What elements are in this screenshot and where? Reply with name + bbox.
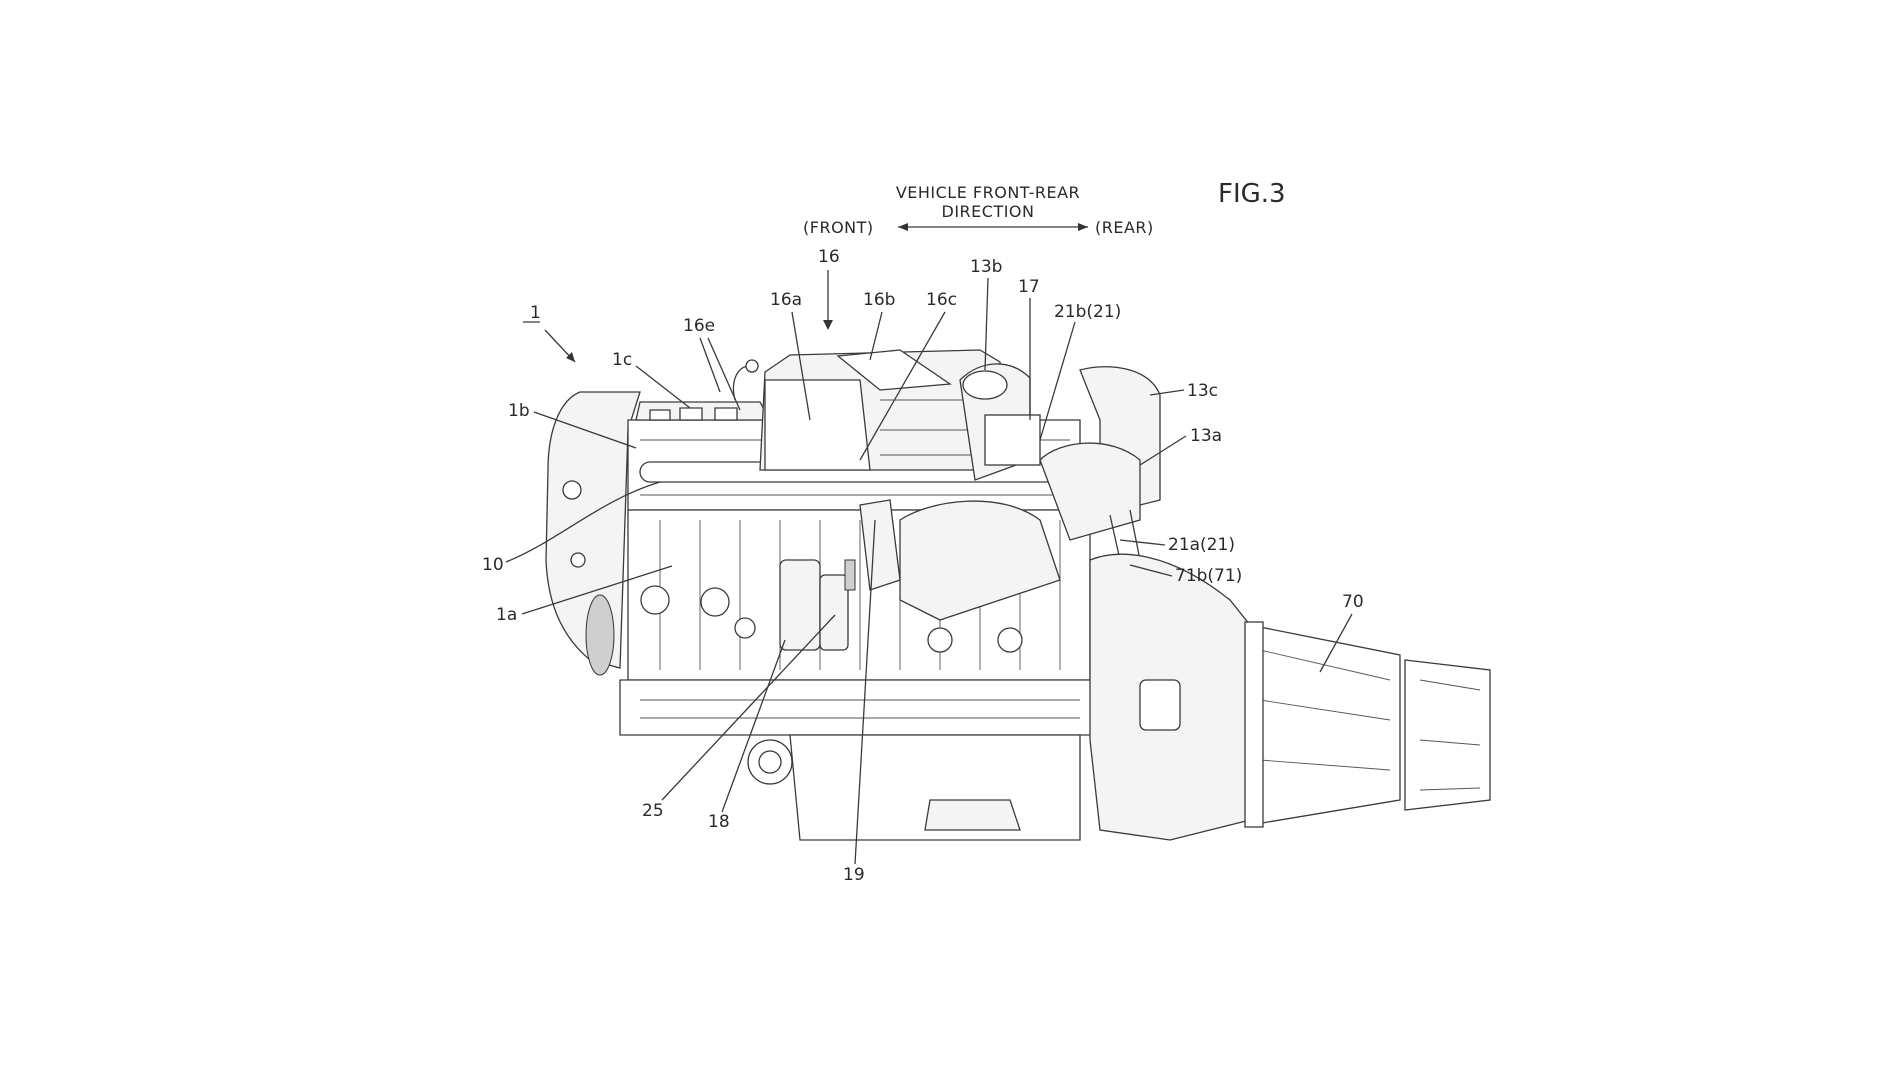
- leader-21b: [1039, 321, 1076, 441]
- leader-10: [505, 481, 661, 563]
- label-13a: 13a: [1190, 426, 1222, 446]
- label-13c: 13c: [1187, 381, 1218, 401]
- figure-label: FIG.3: [1218, 179, 1286, 209]
- label-70: 70: [1342, 592, 1364, 612]
- transmission-inspection-port: [1139, 679, 1181, 731]
- leader-21a: [1119, 539, 1166, 546]
- label-16c: 16c: [926, 290, 957, 310]
- leader-16a: [791, 311, 811, 421]
- head-cover-bolts: [649, 407, 738, 421]
- leader-16e: [699, 337, 741, 411]
- label-19: 19: [843, 865, 865, 885]
- direction-front-label: (FRONT): [803, 218, 874, 237]
- label-16a: 16a: [770, 290, 802, 310]
- label-1c: 1c: [612, 350, 632, 370]
- rear-adapter: [1404, 659, 1491, 811]
- leader-13a: [1139, 435, 1187, 466]
- block-boss-3: [734, 617, 756, 639]
- oil-filter-inner: [758, 750, 782, 774]
- crank-pulley: [585, 594, 615, 676]
- leader-71b: [1129, 564, 1173, 577]
- leader-70: [1319, 613, 1353, 673]
- label-16: 16: [818, 247, 840, 267]
- fuel-pump-18: [779, 559, 821, 651]
- block-boss-2: [700, 587, 730, 617]
- component-25: [819, 574, 849, 651]
- arrow-right-icon: [1078, 223, 1088, 231]
- label-1-arrowhead-icon: [566, 352, 575, 362]
- label-21a: 21a(21): [1168, 535, 1235, 555]
- block-boss-5: [997, 627, 1023, 653]
- front-cover-boss: [562, 480, 582, 500]
- rear-adapter-detail: [1419, 679, 1481, 791]
- label-21b: 21b(21): [1054, 302, 1121, 322]
- wastegate-17: [984, 414, 1041, 466]
- lower-rail: [619, 679, 1101, 736]
- label-71b: 71b(71): [1175, 566, 1242, 586]
- leader-16c: [859, 311, 946, 461]
- leader-19: [854, 519, 876, 865]
- label-16b: 16b: [863, 290, 895, 310]
- label-13b: 13b: [970, 257, 1002, 277]
- pipe-16e: [732, 365, 751, 401]
- turbo-inlet-13b: [962, 370, 1008, 400]
- leader-16b: [869, 311, 883, 361]
- intercooler-body-16a: [764, 379, 871, 471]
- label-16e: 16e: [683, 316, 715, 336]
- transmission-ribs: [1259, 649, 1391, 771]
- direction-indicator: VEHICLE FRONT-REAR DIRECTION (FRONT) (RE…: [803, 183, 1154, 237]
- direction-rear-label: (REAR): [1095, 218, 1154, 237]
- block-boss-1: [640, 585, 670, 615]
- leader-1a: [521, 565, 673, 615]
- intercooler-inlet-16b: [836, 349, 952, 391]
- block-boss-4: [927, 627, 953, 653]
- front-cover-boss-2: [570, 552, 586, 568]
- label-1b: 1b: [508, 401, 530, 421]
- leader-1c: [635, 365, 691, 409]
- arrow-left-icon: [898, 223, 908, 231]
- label-10: 10: [482, 555, 504, 575]
- leader-13b: [984, 277, 989, 371]
- label-16-arrowhead-icon: [823, 320, 833, 330]
- lower-rail-detail: [640, 699, 1080, 719]
- bracket-21: [1109, 509, 1141, 561]
- leader-18: [721, 639, 786, 813]
- pipe-16e-end: [745, 359, 759, 373]
- oil-pan-sump: [924, 799, 1021, 831]
- leader-25: [661, 614, 836, 801]
- label-1: 1: [530, 303, 541, 323]
- engine-assembly: [545, 349, 1491, 841]
- injector: [844, 559, 856, 591]
- label-1a: 1a: [496, 605, 517, 625]
- leader-13c: [1149, 389, 1185, 396]
- label-18: 18: [708, 812, 730, 832]
- turbo-pipe-13a: [1039, 442, 1141, 541]
- label-17: 17: [1018, 277, 1040, 297]
- direction-title-line1: VEHICLE FRONT-REAR: [896, 183, 1080, 202]
- transmission-70: [1249, 624, 1401, 826]
- transmission-flange: [1244, 621, 1264, 828]
- downpipe: [899, 500, 1061, 621]
- direction-title-line2: DIRECTION: [942, 202, 1035, 221]
- label-25: 25: [642, 801, 664, 821]
- reference-labels: 1 1a 1b 1c 10 13c 13a 13b 16 16a 16b 16c…: [482, 247, 1364, 885]
- leader-1b: [533, 411, 637, 449]
